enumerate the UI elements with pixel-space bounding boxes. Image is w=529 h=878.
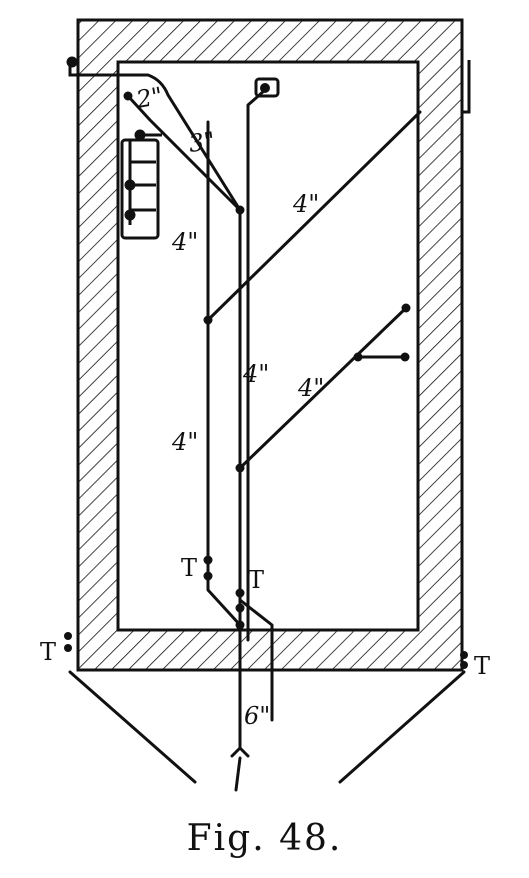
outlet-fork-line [230, 746, 250, 792]
label-3in: 3" [187, 127, 217, 158]
label-4in-lower-diagonal: 4" [297, 374, 324, 402]
label-4in-upper-diagonal: 4" [292, 190, 319, 218]
figure-caption: Fig. 48. [186, 818, 343, 859]
left-drain-line [68, 670, 197, 784]
right-drain-line [338, 670, 466, 784]
joints [64, 91, 468, 669]
label-4in-center: 4" [242, 360, 269, 388]
fixture-box [120, 129, 162, 240]
center-branch-line [238, 598, 274, 722]
trap-label-left-stack: T [181, 554, 197, 582]
piping [68, 73, 466, 792]
trap-label-center-stack: T [248, 566, 264, 594]
trap-label-left-corner: T [40, 638, 56, 666]
label-2in: 2" [133, 82, 165, 114]
trap-label-right-corner: T [474, 652, 490, 680]
hatched-wall [76, 18, 464, 672]
label-4in-left-lower: 4" [171, 428, 198, 456]
lower-diagonal-line [238, 306, 408, 470]
wall-connections [66, 56, 471, 114]
left-stack-line [206, 120, 242, 627]
label-6in: 6" [244, 702, 270, 730]
top-connection-line [76, 73, 242, 212]
label-4in-left-upper: 4" [171, 228, 198, 256]
branch-3in-line [126, 94, 242, 212]
upper-diagonal-line [206, 110, 422, 322]
